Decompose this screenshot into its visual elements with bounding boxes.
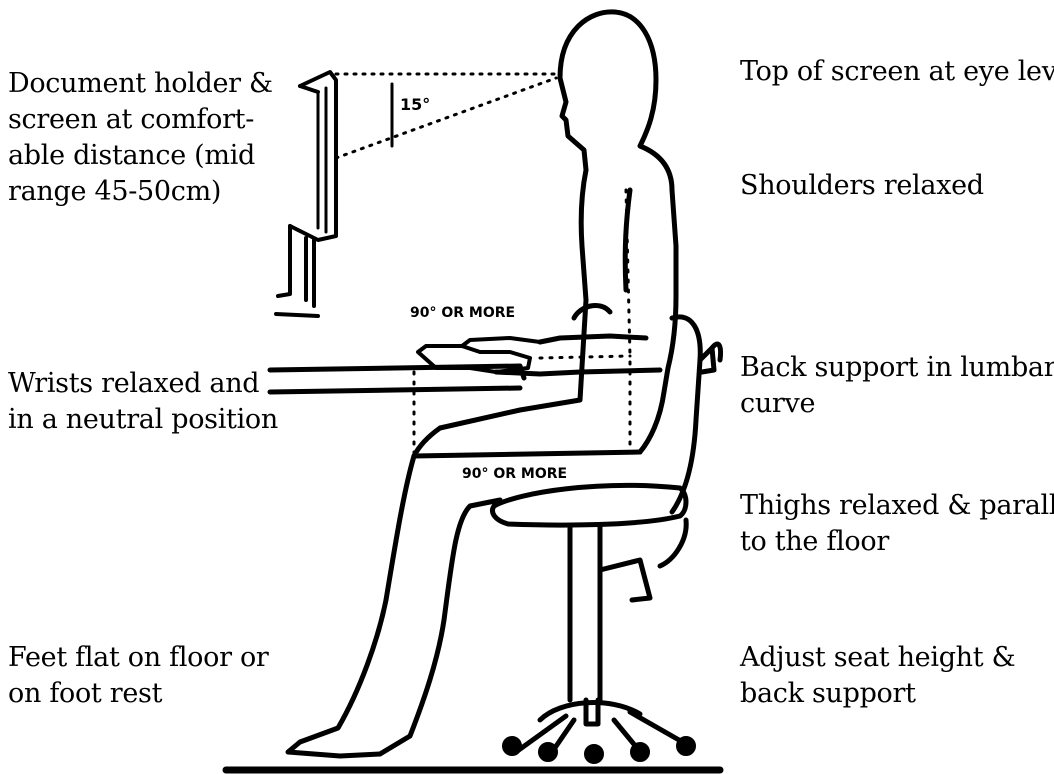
caption-line: Wrists relaxed and [8, 366, 278, 402]
document-holder-caption: Document holder & screen at comfort- abl… [8, 66, 273, 210]
viewing-angle-label: 15° [400, 95, 430, 114]
caption-line: Back support in lumbar [740, 350, 1054, 386]
caption-line: Shoulders relaxed [740, 168, 984, 204]
caption-line: on foot rest [8, 676, 269, 712]
caption-line: Document holder & [8, 66, 273, 102]
back-support-caption: Back support in lumbar curve [740, 350, 1054, 422]
seated-person [288, 12, 676, 756]
caption-line: Feet flat on floor or [8, 640, 269, 676]
caption-line: Adjust seat height & [740, 640, 1015, 676]
caption-line: curve [740, 386, 1054, 422]
right-angle-guides [414, 190, 630, 456]
caption-line: back support [740, 676, 1015, 712]
caption-line: to the floor [740, 524, 1054, 560]
wrists-caption: Wrists relaxed and in a neutral position [8, 366, 278, 438]
monitor-stand [276, 226, 318, 316]
caption-line: screen at comfort- [8, 102, 273, 138]
elbow-angle-label: 90° OR MORE [410, 305, 515, 321]
caption-line: able distance (mid [8, 138, 273, 174]
thighs-caption: Thighs relaxed & parallel to the floor [740, 488, 1054, 560]
caption-line: in a neutral position [8, 402, 278, 438]
shoulders-caption: Shoulders relaxed [740, 168, 984, 204]
hip-angle-label: 90° OR MORE [462, 466, 567, 482]
caption-line: range 45-50cm) [8, 174, 273, 210]
chair-seat [493, 485, 686, 525]
caption-line: Top of screen at eye level [740, 54, 1054, 90]
chair-post [570, 526, 650, 700]
monitor [290, 72, 336, 240]
viewing-angle-line [336, 78, 556, 158]
feet-caption: Feet flat on floor or on foot rest [8, 640, 269, 712]
caption-line: Thighs relaxed & parallel [740, 488, 1054, 524]
seat-height-caption: Adjust seat height & back support [740, 640, 1015, 712]
screen-top-caption: Top of screen at eye level [740, 54, 1054, 90]
